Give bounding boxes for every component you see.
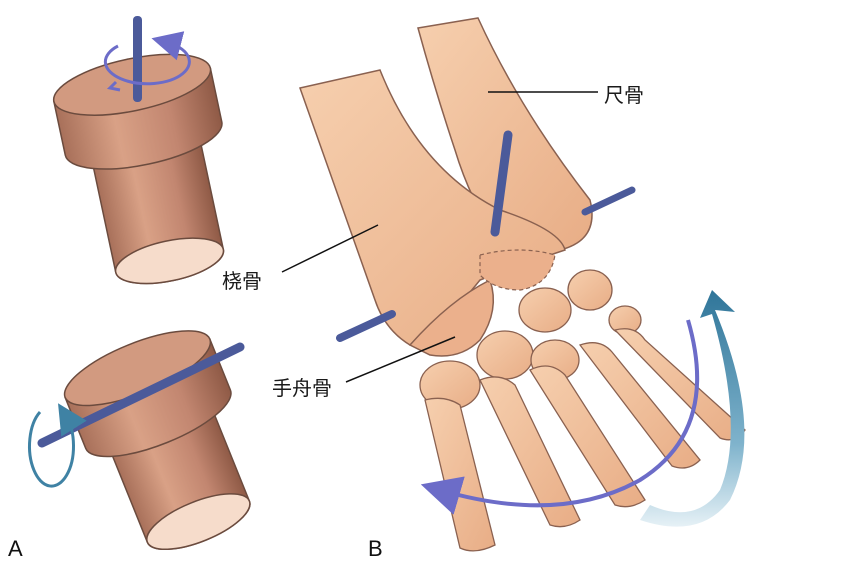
panel-label-a: A xyxy=(8,536,23,562)
scaphoid-label: 手舟骨 xyxy=(272,372,332,401)
axis-rod-icon xyxy=(133,16,142,102)
radius-label: 桡骨 xyxy=(222,265,262,294)
axis-rod-icon xyxy=(340,314,392,338)
model-a-bottom xyxy=(56,316,279,566)
axis-rod-icon xyxy=(585,190,632,212)
panel-label-b: B xyxy=(368,536,383,562)
model-a-top xyxy=(48,43,251,297)
rotation-arrow-icon xyxy=(30,412,74,486)
ulna-label: 尺骨 xyxy=(604,79,644,108)
